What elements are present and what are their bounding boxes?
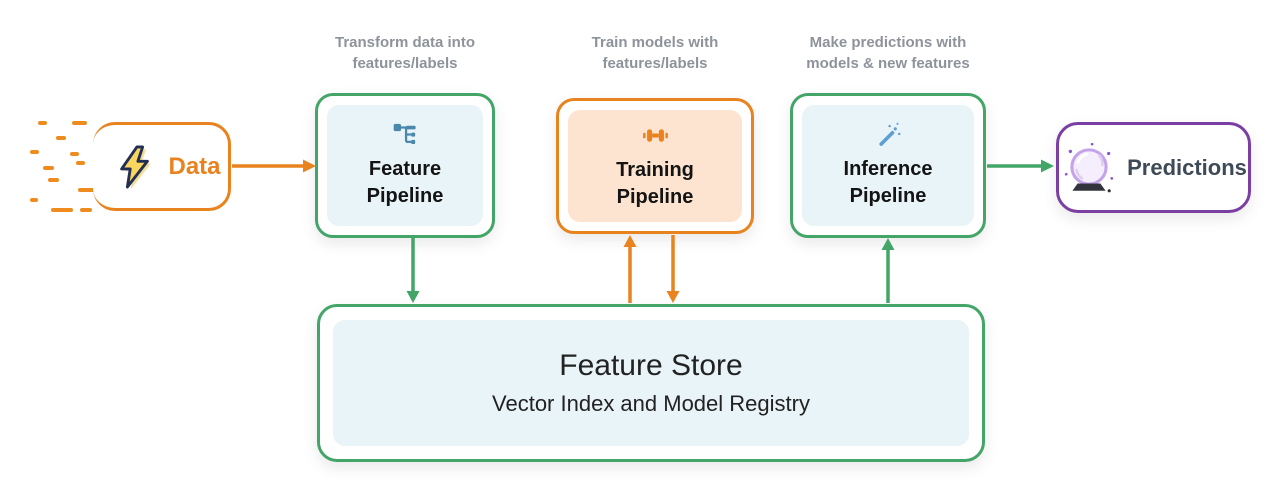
label-line: Pipeline [366,185,444,207]
arrow-training-pipeline-to-feature-store [666,235,680,303]
caption-feature-pipeline: Transform data into features/labels [300,32,510,74]
speed-dash [51,208,73,212]
tree-hierarchy-icon [393,123,416,144]
feature-pipeline-node: Feature Pipeline [315,93,495,238]
caption-line: Transform data into [334,34,476,51]
speed-dash [70,152,79,156]
speed-dash [30,150,39,154]
speed-dash [48,178,59,182]
lightning-bolt-icon [120,145,152,189]
arrow-inference-pipeline-to-predictions [987,159,1054,173]
label-line: Training [616,158,694,181]
speed-dash [30,198,38,202]
crystal-ball-icon [1064,142,1114,192]
caption-line: features/labels [352,55,458,72]
predictions-node: Predictions [1056,122,1251,213]
caption-line: Make predictions with [809,34,967,51]
speed-dash [80,208,92,212]
arrow-feature-store-to-inference-pipeline [881,238,895,303]
arrow-feature-pipeline-to-feature-store [406,238,420,303]
arrow-feature-store-to-training-pipeline [623,235,637,303]
caption-line: features/labels [602,55,708,72]
data-node: Data [93,122,231,211]
magic-wand-icon [878,122,900,146]
label-line: Pipeline [849,185,927,207]
caption-line: models & new features [806,55,970,72]
label-line: Pipeline [616,185,694,208]
data-label: Data [168,152,221,180]
speed-dash [72,121,87,125]
feature-store-node: Feature Store Vector Index and Model Reg… [317,304,985,462]
training-pipeline-node: Training Pipeline [556,98,754,234]
caption-training-pipeline: Train models with features/labels [550,32,760,74]
speed-dash [76,161,85,165]
feature-store-title: Feature Store [559,349,743,382]
inference-pipeline-node: Inference Pipeline [790,93,986,238]
caption-inference-pipeline: Make predictions with models & new featu… [783,32,993,74]
feature-store-subtitle: Vector Index and Model Registry [492,391,810,416]
speed-dash [43,166,54,170]
speed-dash [38,121,47,125]
inference-pipeline-label: Inference Pipeline [844,156,933,210]
caption-line: Train models with [591,34,719,51]
dumbbell-icon [642,128,668,142]
predictions-label: Predictions [1127,154,1247,180]
training-pipeline-label: Training Pipeline [616,157,694,211]
speed-dash [78,188,100,192]
label-line: Inference [843,158,933,180]
speed-dash [56,136,66,140]
feature-pipeline-label: Feature Pipeline [367,156,444,210]
arrow-data-to-feature-pipeline [232,159,316,173]
label-line: Feature [368,158,442,180]
